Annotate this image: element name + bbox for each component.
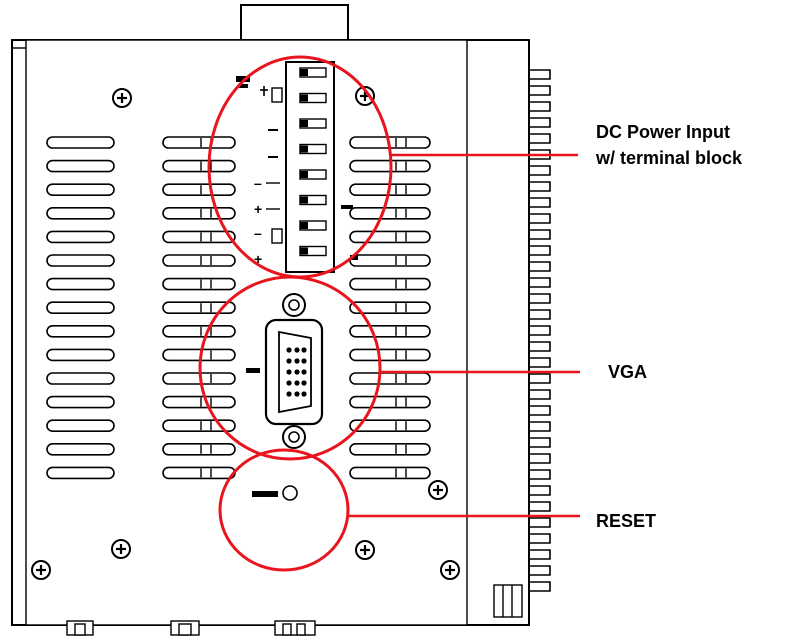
reset-button <box>252 485 298 501</box>
vga-connector <box>246 293 324 449</box>
bottom-connectors <box>66 584 523 636</box>
svg-text:–: – <box>254 225 262 241</box>
ventilation-slots <box>46 136 431 480</box>
dc-power-label: DC Power Input w/ terminal block <box>595 122 743 168</box>
vga-callout-circle <box>198 275 382 461</box>
svg-text:–: – <box>254 175 262 191</box>
callout-markers <box>198 55 580 572</box>
svg-text:+: + <box>254 201 262 217</box>
top-mounting-tab <box>240 4 349 46</box>
svg-text:+: + <box>254 251 262 267</box>
terminal-block: – + – + <box>236 61 358 273</box>
reset-callout-circle <box>218 448 350 572</box>
reset-label: RESET <box>596 511 656 531</box>
vga-label: VGA <box>608 362 647 382</box>
